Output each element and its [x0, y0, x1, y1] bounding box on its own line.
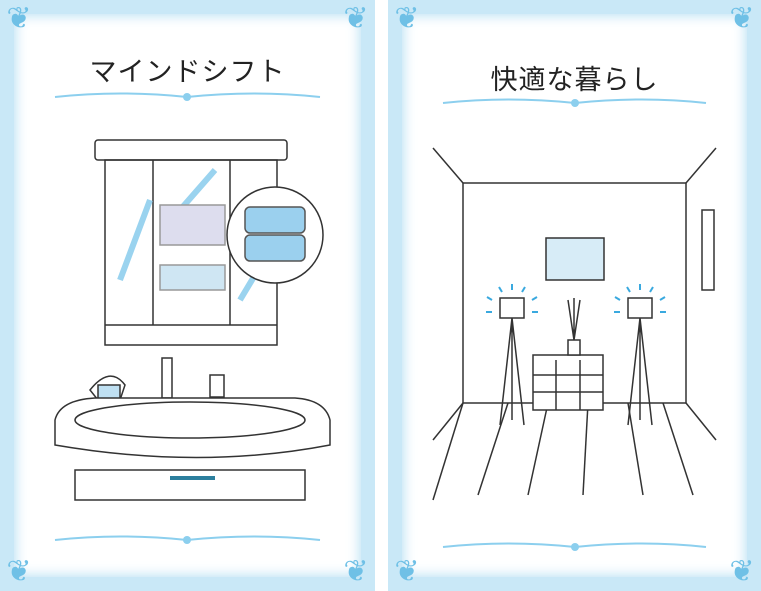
card-frame: [0, 0, 375, 591]
card-frame: [388, 0, 761, 591]
ornament-corner-icon: ❦: [394, 554, 420, 589]
ornament-corner-icon: ❦: [6, 554, 32, 589]
ornament-divider-icon: [442, 542, 707, 551]
lamp-glow-icon: [486, 284, 666, 313]
bathroom-vanity-illustration: [54, 139, 331, 501]
living-room-illustration: [432, 147, 717, 501]
ornament-divider-icon: [442, 98, 707, 107]
card-mind-shift: ❦ ❦ ❦ ❦ マインドシフト: [0, 0, 375, 591]
card-comfortable-living: ❦ ❦ ❦ ❦ 快適な暮らし: [388, 0, 761, 591]
ornament-divider-icon: [54, 92, 321, 101]
ornament-corner-icon: ❦: [729, 554, 755, 589]
ornament-corner-icon: ❦: [343, 554, 369, 589]
card-title: 快適な暮らし: [490, 65, 659, 96]
ornament-corner-icon: ❦: [343, 1, 369, 36]
ornament-corner-icon: ❦: [394, 1, 420, 36]
card-title: マインドシフト: [89, 57, 286, 88]
ornament-corner-icon: ❦: [6, 1, 32, 36]
ornament-corner-icon: ❦: [729, 1, 755, 36]
ornament-divider-icon: [54, 535, 321, 544]
